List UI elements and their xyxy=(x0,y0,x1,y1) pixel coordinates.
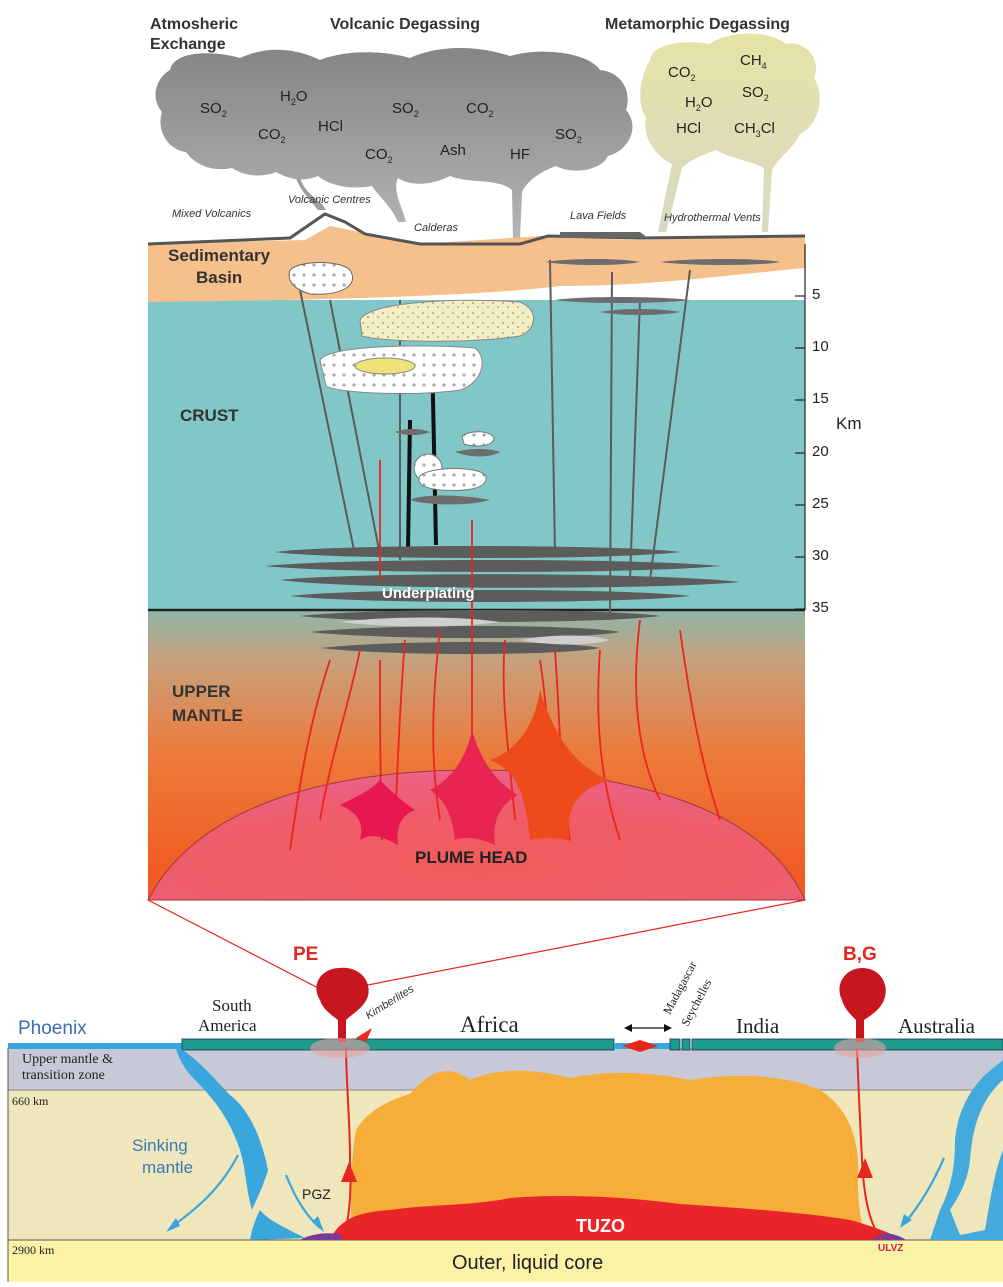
gas-so2-b: SO2 xyxy=(392,100,419,119)
depth-unit: Km xyxy=(836,414,862,433)
plume-diapirs xyxy=(340,690,610,845)
label-sedimentary: Sedimentary xyxy=(168,246,271,265)
label-ulvz: ULVZ xyxy=(878,1243,904,1254)
label-africa: Africa xyxy=(460,1012,519,1037)
header-atmospheric-2: Exchange xyxy=(150,36,226,53)
label-basin: Basin xyxy=(196,268,243,287)
depth-tick-10: 10 xyxy=(812,338,829,355)
label-mantle-sinking: mantle xyxy=(142,1158,194,1177)
depth-tick-35: 35 xyxy=(812,599,829,616)
outer-core xyxy=(8,1240,1003,1282)
volcanic-cloud xyxy=(155,48,633,240)
depth-tick-5: 5 xyxy=(812,286,821,303)
meta-gas-ch3cl: CH3Cl xyxy=(734,120,775,139)
meta-gas-so2: SO2 xyxy=(742,84,769,103)
depth-tick-25: 25 xyxy=(812,495,829,512)
gas-so2-c: SO2 xyxy=(555,126,582,145)
gas-h2o: H2O xyxy=(280,88,308,107)
header-atmospheric-1: Atmosheric xyxy=(150,16,239,33)
gas-co2-a: CO2 xyxy=(258,126,286,145)
magma-lens xyxy=(354,357,416,375)
bottom-panel xyxy=(7,967,1003,1282)
label-volcanic-centres: Volcanic Centres xyxy=(288,194,371,206)
label-upper-mantle: Upper mantle & xyxy=(22,1052,113,1067)
small-pluton-2 xyxy=(418,468,487,491)
gas-co2-b: CO2 xyxy=(466,100,494,119)
depth-tick-30: 30 xyxy=(812,547,829,564)
gas-so2-a: SO2 xyxy=(200,100,227,119)
metamorphic-cloud xyxy=(640,33,820,232)
label-crust: CRUST xyxy=(180,406,239,425)
label-australia: Australia xyxy=(898,1014,975,1038)
label-mantle: MANTLE xyxy=(172,706,243,725)
gas-ash: Ash xyxy=(440,142,466,159)
label-pe: PE xyxy=(293,944,319,965)
gas-hcl: HCl xyxy=(318,118,343,135)
gas-co2-c: CO2 xyxy=(365,146,393,165)
phoenix-plate xyxy=(8,1043,188,1049)
label-phoenix: Phoenix xyxy=(18,1018,87,1039)
sed-pluton xyxy=(288,262,353,295)
label-sinking: Sinking xyxy=(132,1136,188,1155)
depth-tick-15: 15 xyxy=(812,390,829,407)
zoom-line-left xyxy=(147,899,323,991)
tuzo-red xyxy=(330,1196,905,1240)
slab-gap xyxy=(950,1080,1003,1235)
zoom-line-right xyxy=(341,899,806,991)
separation-arrow xyxy=(624,1024,672,1032)
label-mixed-volcanics: Mixed Volcanics xyxy=(172,208,252,220)
label-plume-head: PLUME HEAD xyxy=(415,848,528,867)
label-bg: B,G xyxy=(843,944,877,965)
label-upper: UPPER xyxy=(172,682,231,701)
label-south: South xyxy=(212,996,252,1015)
label-660km: 660 km xyxy=(12,1094,49,1108)
depth-axis-ticks xyxy=(795,295,805,610)
volcanic-stem xyxy=(296,176,326,210)
meta-gas-co2: CO2 xyxy=(668,64,696,83)
conduit-arrows xyxy=(341,1158,873,1182)
label-transition-zone: transition zone xyxy=(22,1068,105,1083)
sills xyxy=(395,259,780,505)
granite-body xyxy=(359,299,534,342)
meta-gas-h2o: H2O xyxy=(685,94,713,113)
label-tuzo: TUZO xyxy=(576,1216,625,1236)
africa-plate xyxy=(181,1038,615,1051)
madagascar-ridge xyxy=(622,1040,658,1052)
bg-plume xyxy=(834,968,886,1058)
label-pgz: PGZ xyxy=(302,1186,331,1202)
label-america: America xyxy=(198,1016,257,1035)
label-india: India xyxy=(736,1014,780,1038)
label-2900km: 2900 km xyxy=(12,1243,55,1257)
meta-gas-hcl: HCl xyxy=(676,120,701,137)
header-volcanic: Volcanic Degassing xyxy=(330,16,480,33)
ulvz-left xyxy=(300,1233,345,1240)
label-hydrothermal-vents: Hydrothermal Vents xyxy=(664,212,761,224)
small-pluton-3 xyxy=(461,431,495,447)
label-outer-core: Outer, liquid core xyxy=(452,1252,604,1274)
lava-field xyxy=(560,232,648,238)
tuzo-orange xyxy=(350,1070,868,1240)
depth-tick-20: 20 xyxy=(812,443,829,460)
pe-plume xyxy=(310,967,370,1058)
seychelles-block xyxy=(669,1038,681,1051)
label-lava-fields: Lava Fields xyxy=(570,210,627,222)
meta-gas-ch4: CH4 xyxy=(740,52,767,71)
sinking-arrowheads xyxy=(166,1214,912,1232)
top-panel xyxy=(147,33,820,901)
underplating-light xyxy=(340,617,610,645)
kimberlite-arrow xyxy=(356,1028,372,1042)
seychelles-block-2 xyxy=(681,1038,691,1051)
label-underplating: Underplating xyxy=(382,585,475,602)
plume-conduits xyxy=(341,1045,883,1241)
header-metamorphic: Metamorphic Degassing xyxy=(605,16,790,33)
gas-hf: HF xyxy=(510,146,530,163)
label-calderas: Calderas xyxy=(414,222,459,234)
